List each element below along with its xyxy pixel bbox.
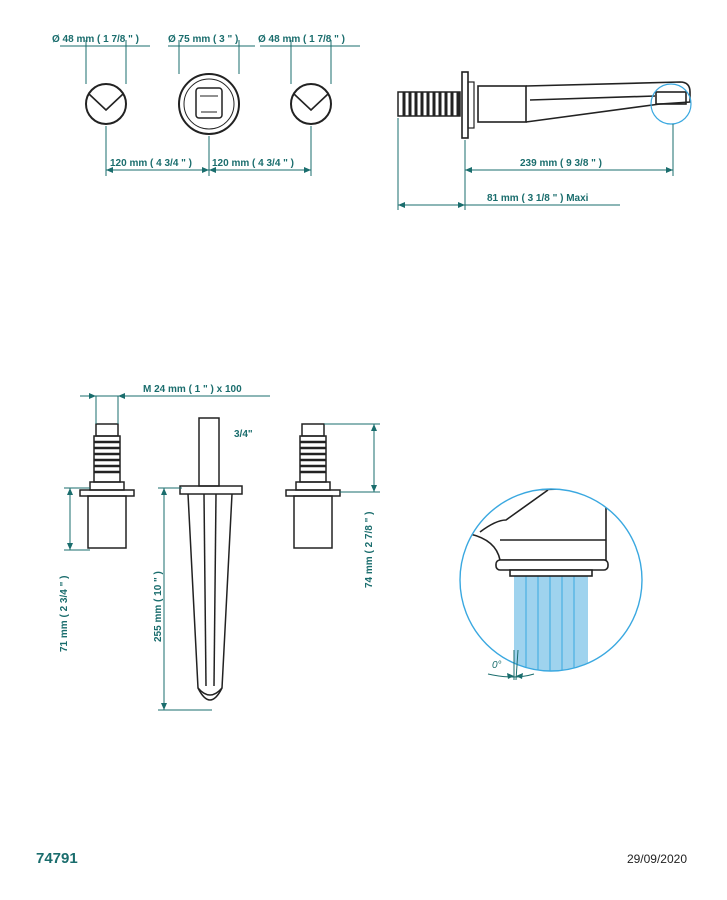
dim-right-valve-height: 74 mm ( 2 7/8 " ) (364, 512, 375, 588)
document-date: 29/09/2020 (626, 852, 687, 866)
dim-spacing-left: 120 mm ( 4 3/4 " ) (110, 158, 192, 169)
bodies-view: M 24 mm ( 1 " ) x 100 3/4" 71 mm ( 2 3/4… (59, 384, 380, 711)
side-threaded-body (397, 91, 461, 117)
side-wall-plate (461, 71, 469, 139)
right-valve-body (285, 423, 341, 549)
left-valve-body (79, 423, 135, 549)
right-handle-plan (290, 83, 332, 125)
angle-label: 0° (492, 660, 502, 671)
dim-spout-projection: 239 mm ( 9 3/8 " ) (520, 158, 602, 169)
dim-spout-diameter: Ø 75 mm ( 3 " ) (168, 34, 238, 45)
top-view: Ø 48 mm ( 1 7/8 " ) Ø 75 mm ( 3 " ) Ø 48… (52, 34, 360, 176)
side-view: 239 mm ( 9 3/8 " ) 81 mm ( 3 1/8 " ) Max… (397, 71, 692, 210)
spout-plan (178, 73, 240, 135)
dim-spout-length: 255 mm ( 10 " ) (153, 571, 164, 642)
detail-marker-circle (650, 83, 692, 125)
spout-tube (179, 417, 243, 701)
label-connection: 3/4" (234, 429, 253, 440)
left-handle-plan (85, 83, 127, 125)
dim-thread: M 24 mm ( 1 " ) x 100 (143, 384, 242, 395)
angle-indicator (487, 649, 535, 681)
water-stream (514, 576, 588, 671)
dim-left-valve-height: 71 mm ( 2 3/4 " ) (59, 576, 70, 652)
dim-right-handle-diameter: Ø 48 mm ( 1 7/8 " ) (258, 34, 345, 45)
detail-circle (459, 488, 643, 672)
product-code: 74791 (36, 850, 78, 867)
dim-wall-depth: 81 mm ( 3 1/8 " ) Maxi (487, 193, 589, 204)
dim-left-handle-diameter: Ø 48 mm ( 1 7/8 " ) (52, 34, 139, 45)
detail-view: 0° (459, 488, 643, 681)
dim-spacing-right: 120 mm ( 4 3/4 " ) (212, 158, 294, 169)
